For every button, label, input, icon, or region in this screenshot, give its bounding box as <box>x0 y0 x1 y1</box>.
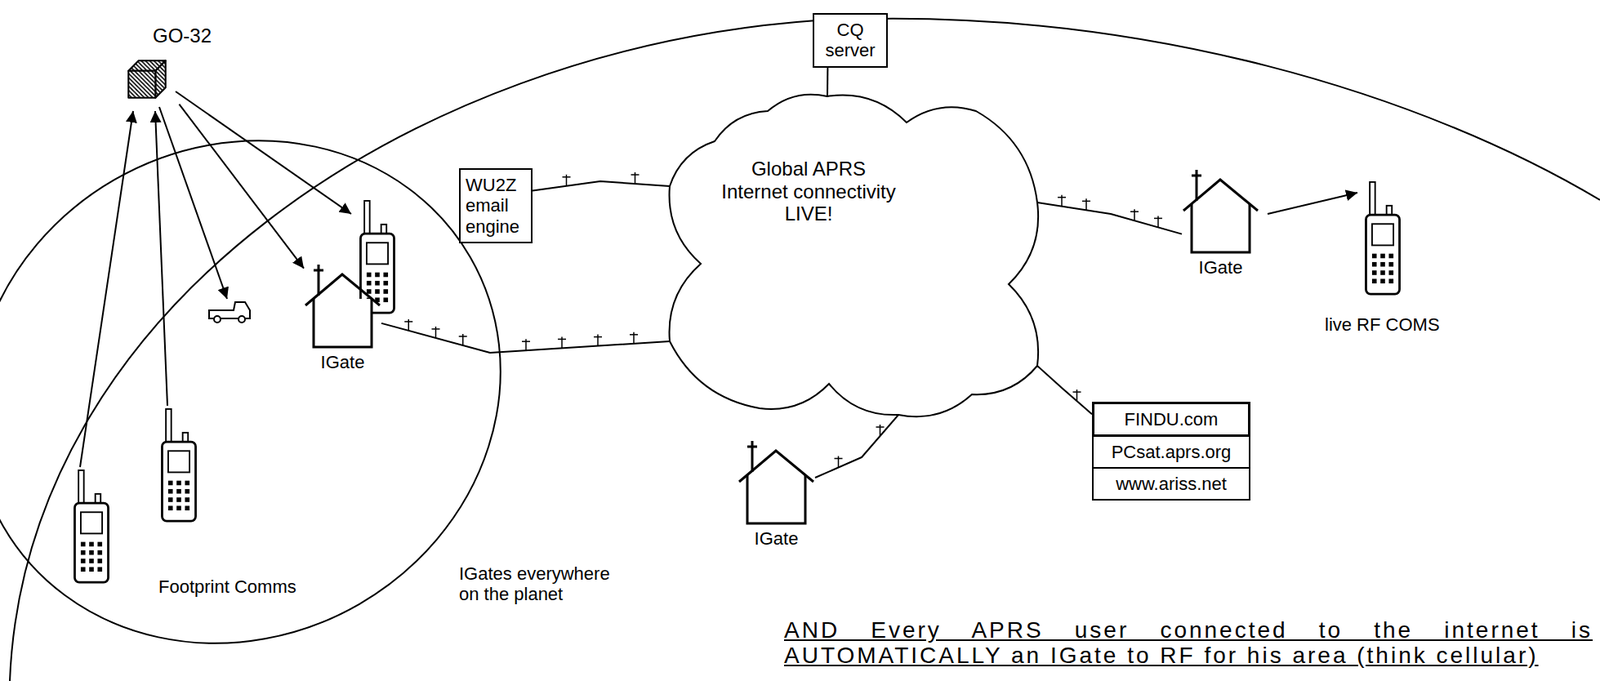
wire-pole <box>561 336 563 348</box>
igate-house: IGate <box>303 262 382 373</box>
wire-pole <box>1133 209 1136 221</box>
node-text: WU2Z email engine <box>465 174 526 237</box>
wire-pole <box>876 426 885 428</box>
wire-pole <box>1130 210 1139 213</box>
igate-house: IGate <box>1181 168 1260 278</box>
wire-connector <box>1037 365 1092 415</box>
wire-pole <box>1157 215 1159 228</box>
wire-connector <box>815 414 899 478</box>
wire-pole <box>566 174 568 187</box>
wire-line <box>381 323 670 353</box>
wire-line <box>1037 202 1182 235</box>
wire-pole <box>634 172 637 184</box>
wire-pole <box>562 176 571 179</box>
wire-pole <box>408 319 411 331</box>
wire-pole <box>462 334 464 346</box>
website-box: PCsat.aprs.org <box>1091 435 1251 469</box>
wire-pole <box>1057 196 1066 199</box>
wire-pole <box>1073 391 1082 393</box>
area-label: Footprint Comms <box>158 576 297 598</box>
wire-pole <box>1076 389 1079 402</box>
handheld-radio <box>74 470 108 583</box>
cloud-outline <box>669 96 1038 415</box>
wire-pole <box>1082 200 1091 203</box>
satellite-node: GO-32 <box>118 24 217 105</box>
wire-connector <box>532 172 670 192</box>
cloud-shape <box>669 94 1039 418</box>
wire-pole <box>1154 218 1163 220</box>
footnote: AND Every APRS user connected to the int… <box>784 617 1593 669</box>
internet-cloud: Global APRS Internet connectivity LIVE! <box>669 96 1038 415</box>
node-text: CQ server <box>819 19 882 62</box>
wire-pole <box>632 332 635 344</box>
server-box: CQ server <box>812 13 888 68</box>
wire-line <box>826 67 829 97</box>
wire-line <box>178 104 304 269</box>
wire-line <box>815 414 899 478</box>
wire-pole <box>404 320 413 323</box>
node-text: FINDU.com <box>1099 409 1244 430</box>
handheld-radio <box>1365 182 1400 295</box>
cloud-text-area: Global APRS Internet connectivity LIVE! <box>718 157 899 226</box>
wire-pole <box>435 326 437 339</box>
wire-pole <box>459 335 468 338</box>
node-text: IGate <box>737 528 816 549</box>
wire-pole <box>521 340 531 343</box>
wire-pole <box>629 334 638 336</box>
wire-connector <box>1037 195 1182 235</box>
wire-pole <box>597 334 599 347</box>
node-text: GO-32 <box>118 24 217 48</box>
node-text: IGate <box>1181 257 1260 278</box>
node-text: Global APRS Internet connectivity LIVE! <box>718 157 899 226</box>
server-box: WU2Z email engine <box>459 168 533 244</box>
node-text: www.ariss.net <box>1098 473 1244 495</box>
wire-pole <box>557 338 567 341</box>
wire-pole <box>834 458 843 460</box>
wire-line <box>1037 365 1092 415</box>
wire-pole <box>593 336 602 339</box>
wire-pole <box>1060 195 1063 207</box>
satellite-icon <box>121 53 173 105</box>
wire-pole <box>837 456 840 468</box>
wire-pole <box>432 328 441 330</box>
website-box: FINDU.com <box>1091 401 1251 437</box>
handheld-radio <box>161 409 196 522</box>
wire-connector <box>178 104 304 269</box>
wire-connector <box>381 319 670 353</box>
wire-pole <box>879 424 882 437</box>
wire-pole <box>631 173 640 176</box>
wire-line <box>532 181 670 192</box>
igate-house: IGate <box>737 439 816 549</box>
node-text: IGate <box>303 352 382 373</box>
house-icon <box>1181 168 1260 255</box>
house-icon <box>303 262 382 349</box>
website-box: www.ariss.net <box>1091 467 1251 501</box>
note-label: IGates everywhere on the planet <box>459 563 623 606</box>
rf-arrows <box>80 91 1358 468</box>
truck-icon <box>209 302 250 323</box>
wire-pole <box>525 338 527 351</box>
wire-connector <box>827 67 829 97</box>
radio-label: live RF COMS <box>1324 314 1440 335</box>
wire-pole <box>1085 198 1088 210</box>
handheld-radio <box>360 200 394 313</box>
node-text: PCsat.aprs.org <box>1098 441 1244 463</box>
house-icon <box>737 439 816 526</box>
earth-horizon <box>9 18 1600 681</box>
